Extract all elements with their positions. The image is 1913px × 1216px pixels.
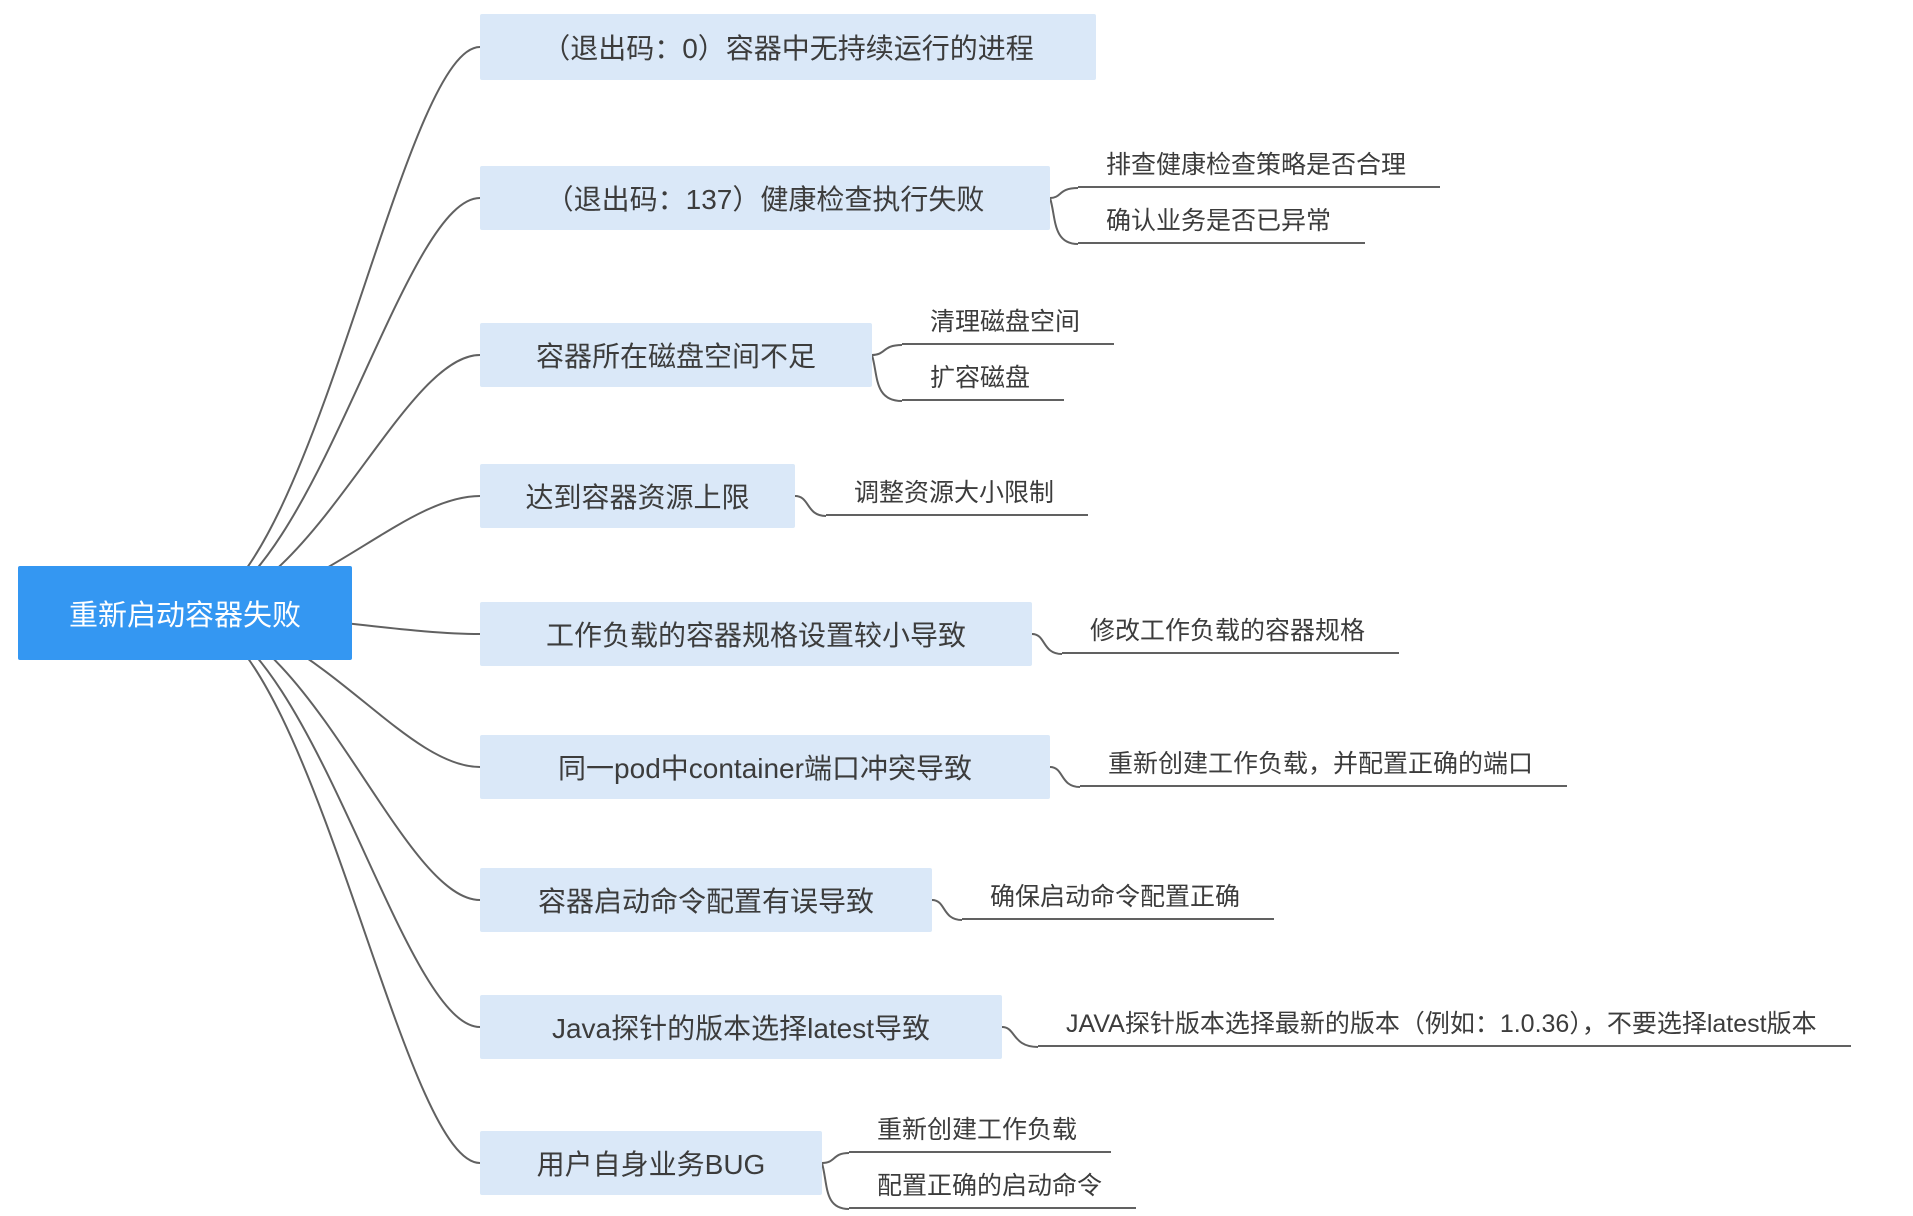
connector-line (931, 899, 963, 921)
connector-line (184, 612, 481, 1164)
connector-line (1049, 197, 1079, 245)
connector-line (871, 344, 903, 356)
branch-node-java-probe-latest[interactable]: Java探针的版本选择latest导致 (480, 995, 1002, 1059)
child-node-java-probe-version[interactable]: JAVA探针版本选择最新的版本（例如：1.0.36），不要选择latest版本 (1038, 1009, 1851, 1047)
connector-line (821, 1162, 850, 1210)
child-node-ensure-start-command[interactable]: 确保启动命令配置正确 (962, 882, 1275, 920)
child-node-recreate-workload[interactable]: 重新创建工作负载 (849, 1115, 1112, 1153)
connector-line (1031, 633, 1063, 655)
connector-line (1049, 766, 1081, 788)
branch-node-port-conflict[interactable]: 同一pod中container端口冲突导致 (480, 735, 1050, 799)
child-node-adjust-resource-limit[interactable]: 调整资源大小限制 (826, 478, 1089, 516)
root-node[interactable]: 重新启动容器失败 (18, 566, 352, 660)
branch-node-start-command-error[interactable]: 容器启动命令配置有误导致 (480, 868, 932, 932)
child-node-configure-start-command[interactable]: 配置正确的启动命令 (849, 1171, 1137, 1209)
connector-line (184, 612, 481, 1028)
connector-line (184, 197, 481, 614)
branch-node-user-bug[interactable]: 用户自身业务BUG (480, 1131, 822, 1195)
child-node-confirm-service-abnormal[interactable]: 确认业务是否已异常 (1078, 206, 1366, 244)
child-node-recreate-workload-port[interactable]: 重新创建工作负载，并配置正确的端口 (1080, 749, 1568, 787)
connector-line (184, 46, 481, 614)
branch-node-disk-space[interactable]: 容器所在磁盘空间不足 (480, 323, 872, 387)
connector-line (794, 495, 827, 517)
branch-node-exit-code-137[interactable]: （退出码：137）健康检查执行失败 (480, 166, 1050, 230)
connector-line (1049, 187, 1079, 199)
child-node-expand-disk[interactable]: 扩容磁盘 (902, 363, 1065, 401)
branch-node-exit-code-0[interactable]: （退出码：0）容器中无持续运行的进程 (480, 14, 1096, 80)
child-node-modify-container-spec[interactable]: 修改工作负载的容器规格 (1062, 616, 1400, 654)
branch-node-container-spec-small[interactable]: 工作负载的容器规格设置较小导致 (480, 602, 1032, 666)
branch-node-resource-limit[interactable]: 达到容器资源上限 (480, 464, 795, 528)
child-node-check-health-policy[interactable]: 排查健康检查策略是否合理 (1078, 150, 1441, 188)
connector-line (821, 1152, 850, 1164)
connector-line (1001, 1026, 1039, 1048)
child-node-clean-disk[interactable]: 清理磁盘空间 (902, 307, 1115, 345)
connector-line (871, 354, 903, 402)
